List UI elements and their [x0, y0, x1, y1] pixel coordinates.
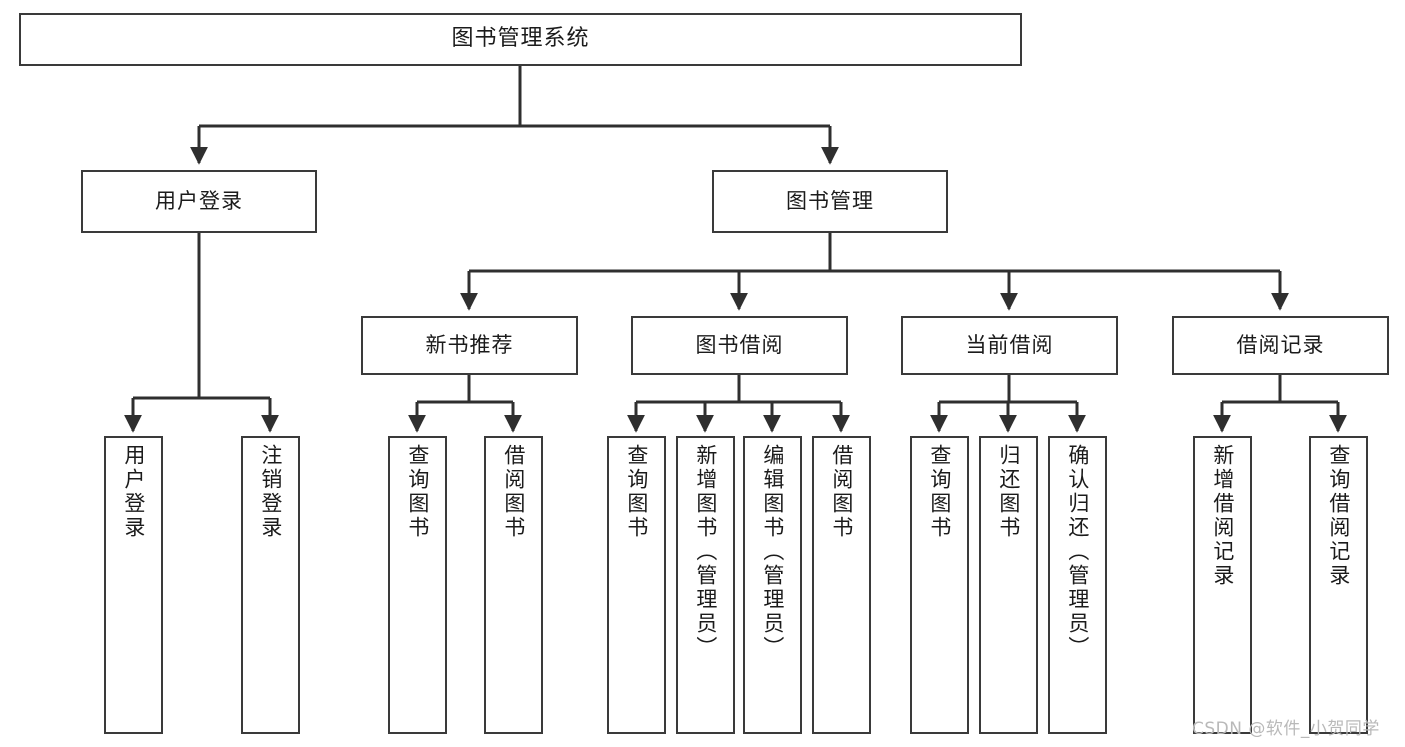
- node-current-borrow-label: 当前借阅: [965, 332, 1054, 357]
- node-user-login[interactable]: 用户登录: [81, 170, 317, 233]
- csdn-watermark: CSDN @软件_小贺同学: [1192, 719, 1380, 739]
- leaf-borrow-book-2[interactable]: 借阅图书: [812, 436, 871, 734]
- node-book-borrow[interactable]: 图书借阅: [631, 316, 848, 375]
- leaf-return-book[interactable]: 归还图书: [979, 436, 1038, 734]
- leaf-add-record[interactable]: 新增借阅记录: [1193, 436, 1252, 734]
- node-current-borrow[interactable]: 当前借阅: [901, 316, 1118, 375]
- leaf-query-record[interactable]: 查询借阅记录: [1309, 436, 1368, 734]
- leaf-add-book-label: 新增图书（管理员）: [693, 444, 718, 660]
- leaf-borrow-book-1-label: 借阅图书: [501, 444, 526, 540]
- leaf-logout-login-label: 注销登录: [258, 444, 283, 540]
- leaf-add-book[interactable]: 新增图书（管理员）: [676, 436, 735, 734]
- leaf-query-book-2-label: 查询图书: [624, 444, 649, 540]
- leaf-confirm-return-label: 确认归还（管理员）: [1065, 444, 1090, 660]
- leaf-borrow-book-1[interactable]: 借阅图书: [484, 436, 543, 734]
- leaf-return-book-label: 归还图书: [996, 444, 1021, 540]
- leaf-query-book-1[interactable]: 查询图书: [388, 436, 447, 734]
- leaf-edit-book-label: 编辑图书（管理员）: [760, 444, 785, 660]
- leaf-query-book-2[interactable]: 查询图书: [607, 436, 666, 734]
- leaf-query-record-label: 查询借阅记录: [1326, 444, 1351, 588]
- leaf-user-login[interactable]: 用户登录: [104, 436, 163, 734]
- leaf-user-login-label: 用户登录: [121, 444, 146, 540]
- leaf-query-book-1-label: 查询图书: [405, 444, 430, 540]
- node-root-label: 图书管理系统: [451, 26, 590, 52]
- leaf-borrow-book-2-label: 借阅图书: [829, 444, 854, 540]
- node-book-manage-label: 图书管理: [786, 188, 874, 213]
- leaf-logout-login[interactable]: 注销登录: [241, 436, 300, 734]
- leaf-confirm-return[interactable]: 确认归还（管理员）: [1048, 436, 1107, 734]
- node-user-login-label: 用户登录: [155, 188, 243, 213]
- leaf-query-book-3[interactable]: 查询图书: [910, 436, 969, 734]
- node-borrow-record-label: 借阅记录: [1236, 332, 1325, 357]
- node-new-book-recommend[interactable]: 新书推荐: [361, 316, 578, 375]
- leaf-add-record-label: 新增借阅记录: [1210, 444, 1235, 588]
- node-borrow-record[interactable]: 借阅记录: [1172, 316, 1389, 375]
- node-book-borrow-label: 图书借阅: [695, 332, 784, 357]
- node-book-manage[interactable]: 图书管理: [712, 170, 948, 233]
- leaf-edit-book[interactable]: 编辑图书（管理员）: [743, 436, 802, 734]
- node-new-book-recommend-label: 新书推荐: [425, 332, 514, 357]
- leaf-query-book-3-label: 查询图书: [927, 444, 952, 540]
- node-root[interactable]: 图书管理系统: [19, 13, 1022, 66]
